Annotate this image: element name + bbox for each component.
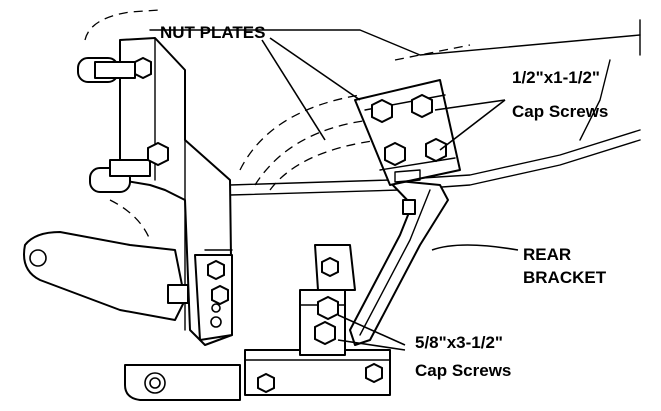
rear-bracket-label-line2: BRACKET xyxy=(523,268,607,287)
leader-bottom-screws-b xyxy=(337,339,406,351)
nut-plates-label: NUT PLATES xyxy=(160,23,265,42)
center-plate xyxy=(194,254,233,341)
top-cap-screw-size-label: 1/2"x1-1/2" xyxy=(512,68,600,87)
rear-bracket-label-line1: REAR xyxy=(523,245,571,264)
leader-top-screws-a xyxy=(434,99,506,111)
base-plate xyxy=(124,349,391,401)
bottom-cap-screw-name-label: Cap Screws xyxy=(415,361,511,380)
bottom-cap-screw-size-label: 5/8"x3-1/2" xyxy=(415,333,503,352)
rear-bracket xyxy=(349,179,449,346)
leader-lines xyxy=(261,37,519,351)
top-cap-screw-name-label: Cap Screws xyxy=(512,102,608,121)
hidden-lines xyxy=(84,9,471,241)
leader-top-screws-b xyxy=(439,99,506,151)
lower-left-arm xyxy=(23,231,189,321)
upper-angle-plate xyxy=(354,79,461,186)
left-plate-bolts xyxy=(77,56,169,193)
leader-rear-bracket xyxy=(431,244,519,251)
leader-nut-plates-b xyxy=(261,39,326,141)
leader-bottom-screws-a xyxy=(337,314,406,346)
leader-nut-plates-a xyxy=(269,37,361,101)
frame-rail xyxy=(149,19,641,196)
lower-bracket xyxy=(299,244,356,356)
